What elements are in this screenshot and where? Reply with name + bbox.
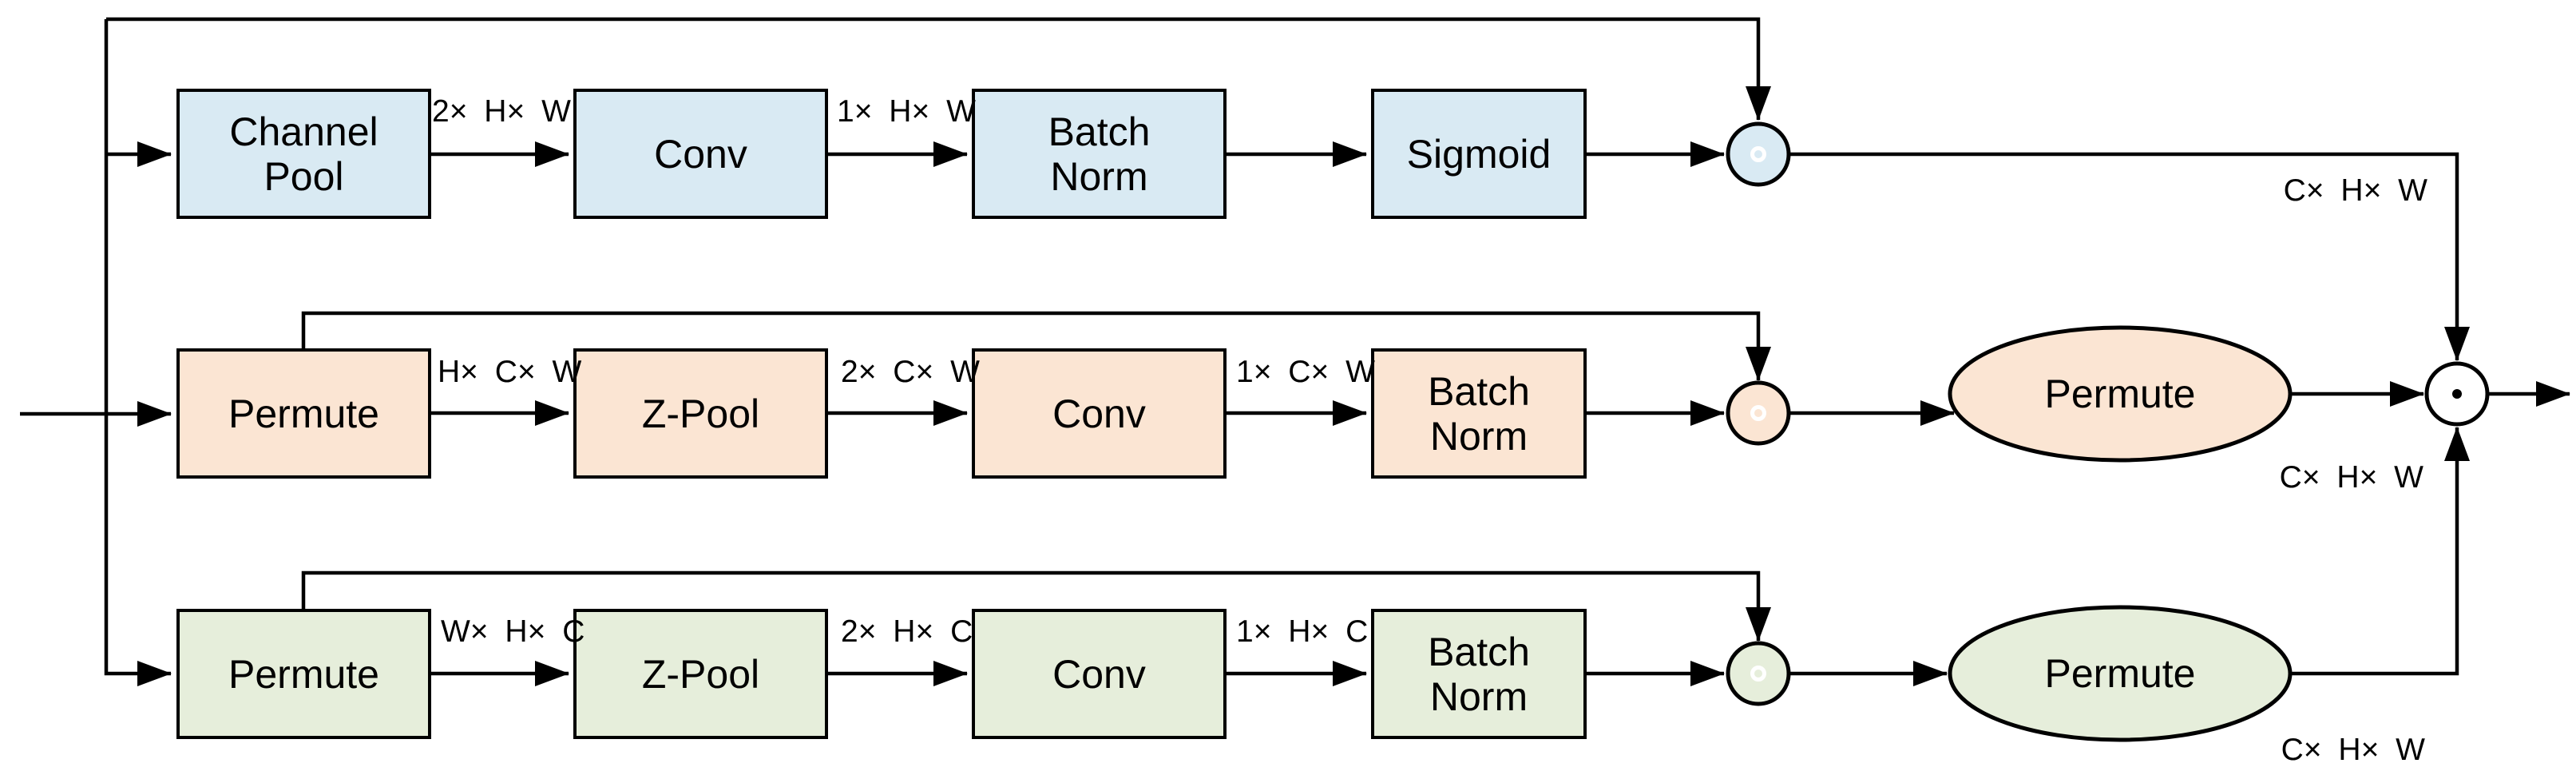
edge-label-r3-1: W× H× C — [441, 614, 585, 649]
multiply-node-middle — [1726, 380, 1791, 446]
node-conv-bottom: Conv — [972, 609, 1227, 739]
connector-bot-bypass — [301, 570, 1771, 642]
multiply-dot-icon — [1750, 146, 1766, 162]
node-channel-pool: Channel Pool — [176, 89, 431, 219]
node-batch-norm-bottom: Batch Norm — [1371, 609, 1587, 739]
edge-label-r3-2: 2× H× C — [841, 614, 973, 649]
multiply-node-bottom — [1726, 641, 1791, 706]
edge-label-r1-2: 1× H× W — [837, 94, 976, 129]
permute-back-ellipse-middle — [1948, 325, 2293, 463]
connector-mid-bypass — [301, 311, 1771, 381]
connector-trunk — [104, 19, 172, 686]
multiply-dot-icon — [1750, 405, 1766, 421]
edge-label-r2-2: 2× C× W — [841, 355, 980, 389]
permute-back-label-middle: Permute — [2044, 372, 2196, 416]
node-conv-middle: Conv — [972, 348, 1227, 479]
edge-label-r2-3: 1× C× W — [1236, 355, 1375, 389]
node-sigmoid: Sigmoid — [1371, 89, 1587, 219]
edge-label-r1-1: 2× H× W — [432, 94, 571, 129]
connector-bot-to-fusion — [2290, 427, 2470, 676]
edge-label-r3-3: 1× H× C — [1236, 614, 1369, 649]
node-zpool-middle: Z-Pool — [573, 348, 828, 479]
connector-top-to-fusion — [1790, 152, 2470, 361]
output-label-middle: C× H× W — [2279, 460, 2423, 495]
permute-back-ellipse-bottom — [1948, 605, 2293, 742]
multiply-dot-icon — [1750, 666, 1766, 682]
edge-label-r2-1: H× C× W — [438, 355, 582, 389]
output-label-top: C× H× W — [2283, 173, 2427, 208]
node-zpool-bottom: Z-Pool — [573, 609, 828, 739]
permute-back-label-bottom: Permute — [2044, 651, 2196, 696]
node-permute-middle: Permute — [176, 348, 431, 479]
node-conv-top: Conv — [573, 89, 828, 219]
fusion-dot-icon — [2452, 389, 2462, 399]
connector-top-bypass — [106, 17, 1771, 121]
multiply-node-top — [1726, 121, 1791, 187]
node-permute-bottom: Permute — [176, 609, 431, 739]
node-batch-norm-middle: Batch Norm — [1371, 348, 1587, 479]
output-label-bottom: C× H× W — [2281, 733, 2425, 767]
node-batch-norm-top: Batch Norm — [972, 89, 1227, 219]
